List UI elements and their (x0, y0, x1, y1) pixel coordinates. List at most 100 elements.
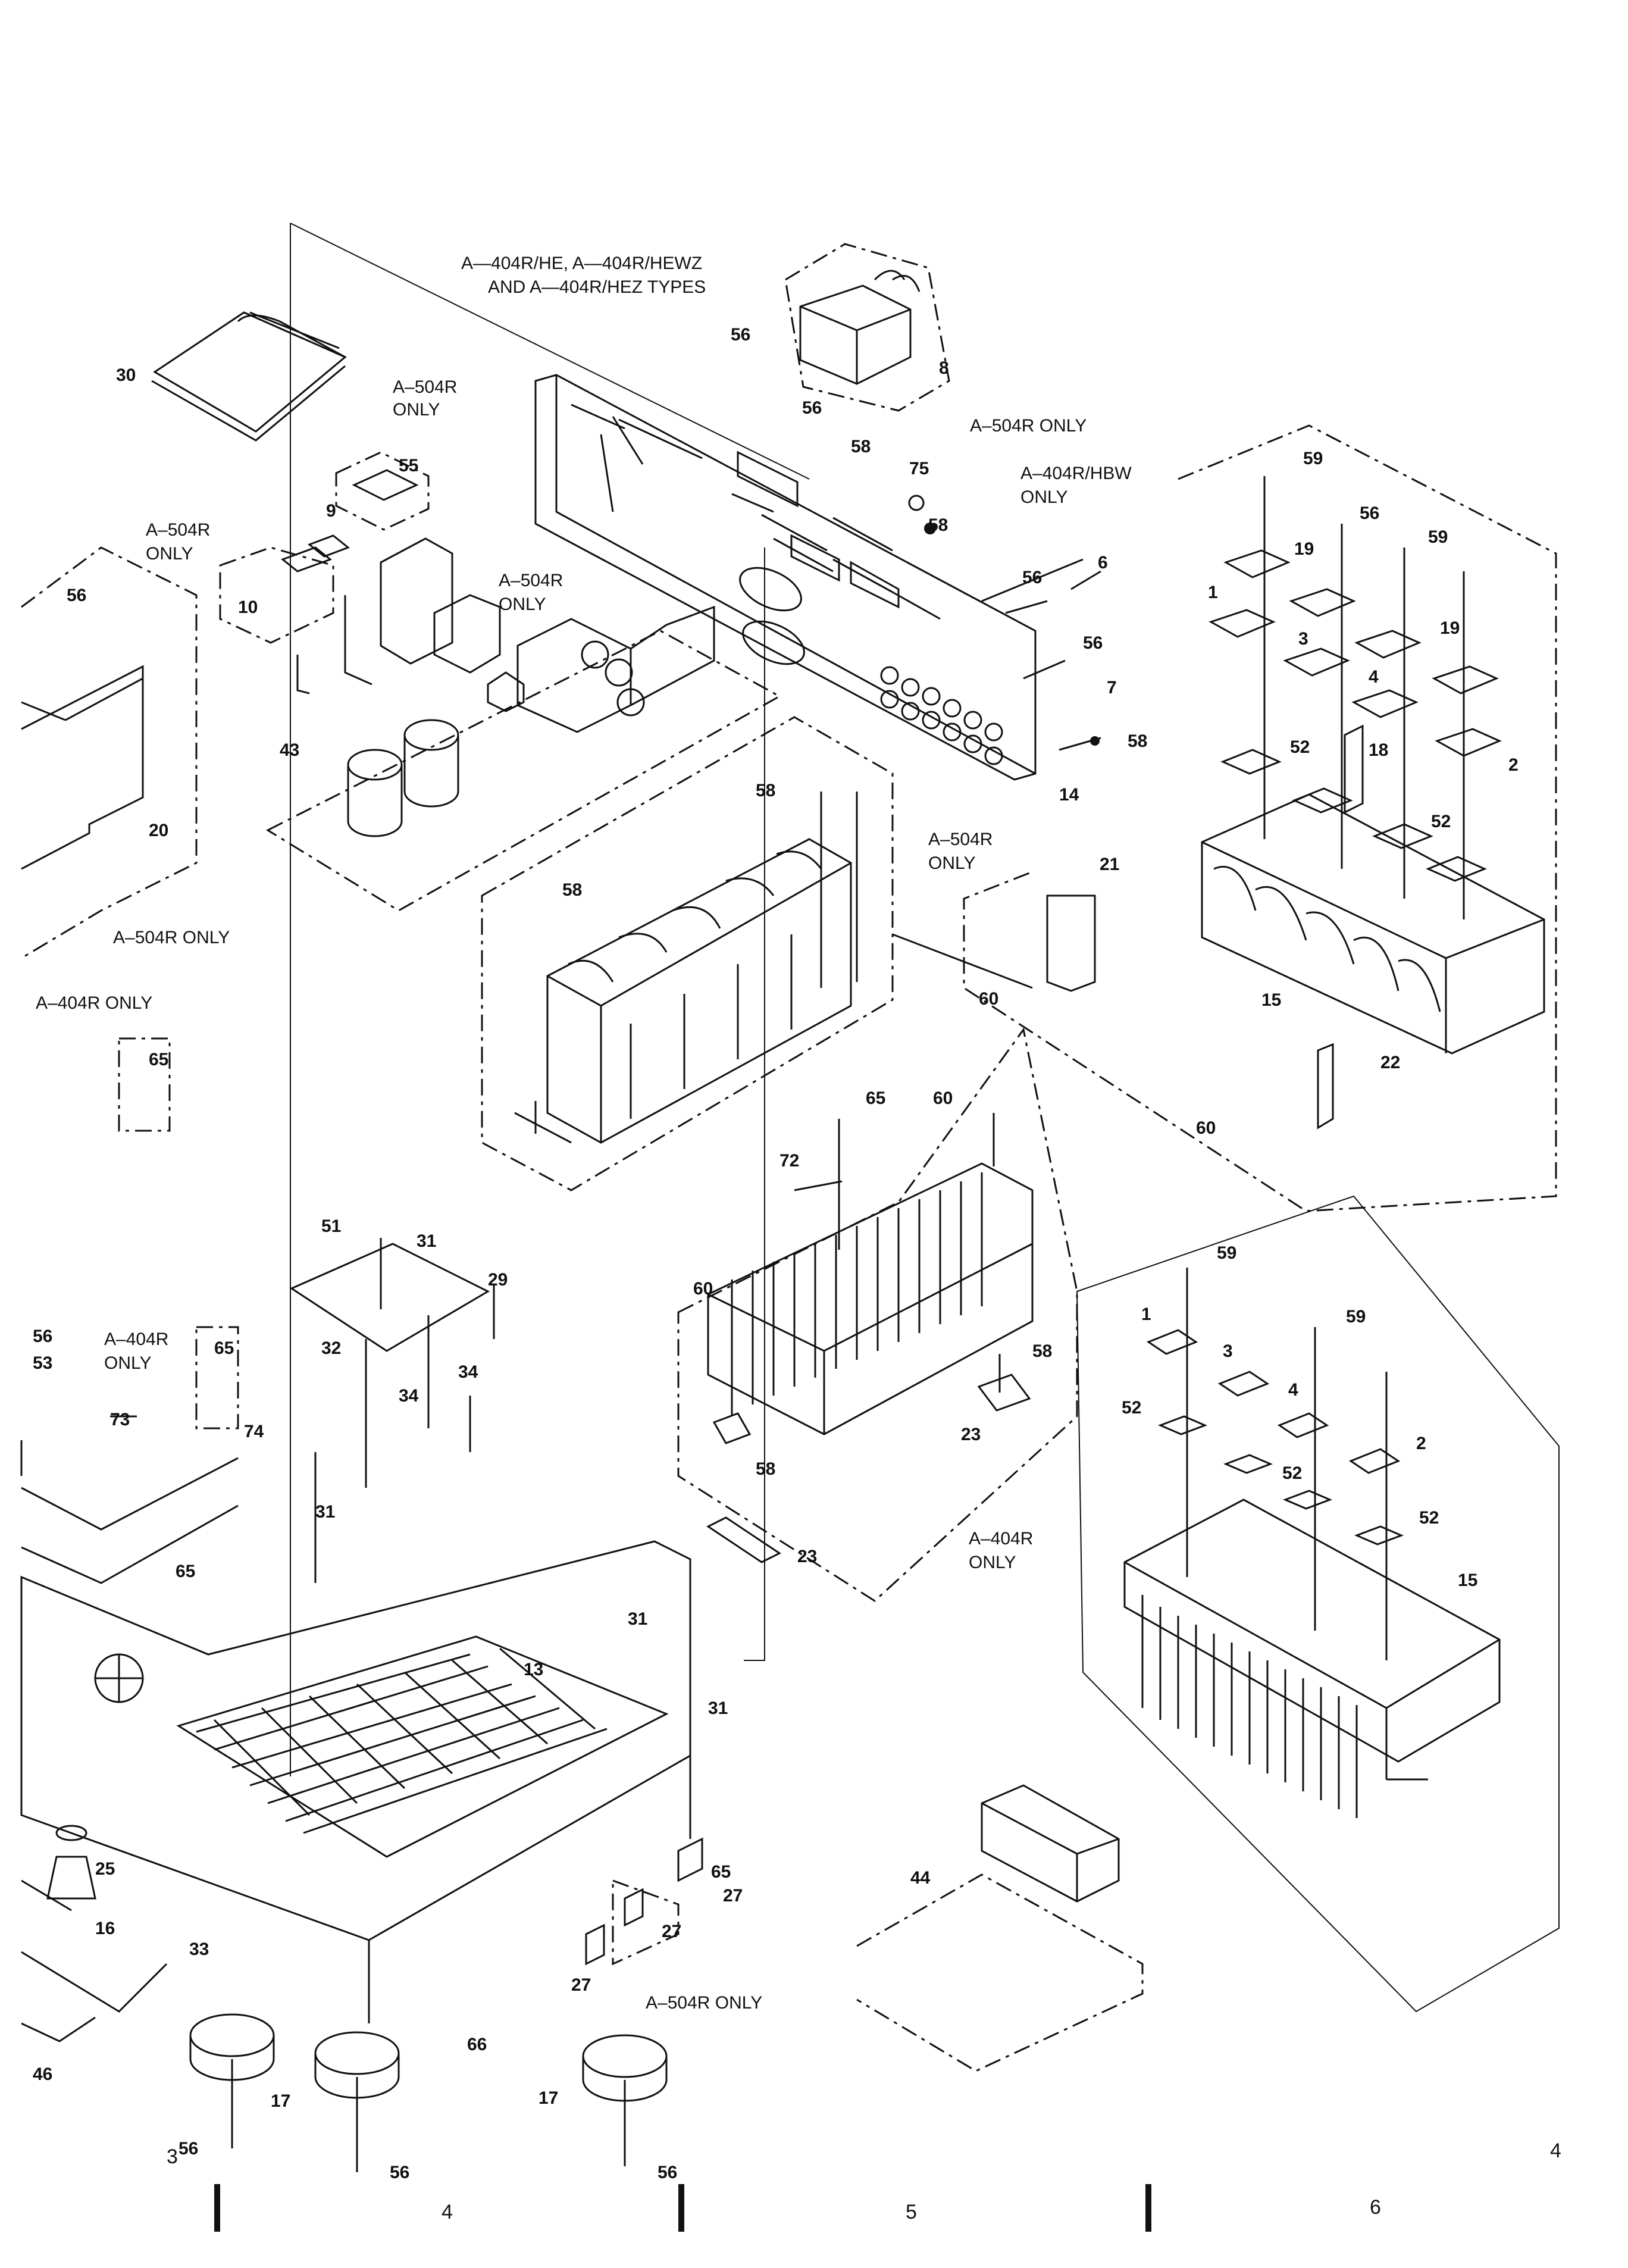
callout-75: 75 (909, 459, 929, 478)
callout-59: 59 (1217, 1243, 1236, 1263)
bolt-box-65-lower (195, 1326, 239, 1429)
note-he-types: A—404R/HE, A—404R/HEWZ (461, 254, 702, 273)
note-a404r-bolt-l2: ONLY (104, 1353, 151, 1373)
note-hbw-l2: ONLY (1020, 487, 1067, 507)
callout-1: 1 (1208, 583, 1218, 602)
callout-2: 2 (1508, 755, 1519, 775)
callout-31: 31 (708, 1698, 728, 1718)
callout-15: 15 (1261, 990, 1281, 1010)
note-a504r-mid-l2: ONLY (499, 595, 546, 614)
part-13-chassis (20, 1440, 703, 2042)
note-a504r-mid-l1: A–504R (499, 571, 563, 590)
callout-58: 58 (756, 1459, 775, 1479)
callout-56: 56 (658, 2163, 677, 2182)
callout-46: 46 (33, 2064, 52, 2084)
callout-14: 14 (1059, 785, 1079, 805)
note-hbw-l1: A–404R/HBW (1020, 464, 1132, 483)
callout-7: 7 (1107, 678, 1117, 697)
callout-8: 8 (939, 358, 949, 378)
callout-27: 27 (662, 1922, 681, 1941)
note-a504r-bottom: A–504R ONLY (646, 1993, 762, 2013)
callout-27: 27 (723, 1886, 743, 1906)
callout-56: 56 (802, 398, 822, 418)
callout-58: 58 (562, 880, 582, 900)
callout-20: 20 (149, 821, 168, 840)
callout-31: 31 (315, 1502, 335, 1522)
a504r-block (481, 716, 894, 1191)
column-divider (678, 2184, 684, 2232)
callout-44: 44 (910, 1868, 931, 1888)
parts-9-10-55 (219, 451, 430, 644)
part-44-pcb (856, 1784, 1144, 2072)
callout-65: 65 (711, 1862, 731, 1882)
callout-15: 15 (1458, 1571, 1477, 1590)
callout-72: 72 (779, 1151, 799, 1171)
callout-22: 22 (1380, 1053, 1400, 1072)
note-a504r-block-l2: ONLY (928, 853, 975, 873)
note-a504r-top-l1: A–504R (393, 377, 457, 397)
callout-52: 52 (1122, 1398, 1141, 1418)
corner-left-marker: 3 (167, 2145, 178, 2168)
callout-31: 31 (417, 1231, 436, 1251)
callout-2: 2 (1416, 1434, 1426, 1453)
callout-56: 56 (67, 586, 86, 605)
note-a404r-heatsink-l1: A–404R (969, 1529, 1033, 1549)
callout-16: 16 (95, 1919, 115, 1938)
callout-6: 6 (1098, 553, 1108, 573)
callout-51: 51 (321, 1216, 341, 1236)
callout-52: 52 (1282, 1463, 1302, 1483)
note-a504r-frame: A–504R ONLY (113, 928, 230, 947)
callout-60: 60 (1196, 1118, 1216, 1138)
a504r-heatsink-frame (892, 424, 1557, 1212)
callout-13: 13 (524, 1660, 543, 1679)
callout-65: 65 (176, 1562, 195, 1581)
note-he-types-2: AND A—404R/HEZ TYPES (488, 277, 706, 297)
callout-29: 29 (488, 1270, 508, 1290)
part-30-cover (151, 311, 347, 442)
callout-23: 23 (961, 1425, 981, 1444)
part-20-panel (21, 665, 144, 870)
left-panel-box-20 (21, 546, 198, 959)
callout-56: 56 (1022, 568, 1042, 587)
callout-58: 58 (851, 437, 871, 456)
note-a404r-bolt-l1: A–404R (104, 1329, 168, 1349)
callout-56: 56 (1083, 633, 1103, 653)
column-divider (1145, 2184, 1151, 2232)
part-14-rear-panel (534, 374, 1037, 781)
callout-73: 73 (110, 1410, 130, 1429)
column-5-label: 5 (906, 2201, 917, 2223)
column-divider (214, 2184, 220, 2232)
note-a404r-left: A–404R ONLY (36, 993, 152, 1013)
part-43-pcb (265, 537, 782, 912)
callout-59: 59 (1303, 449, 1323, 468)
callout-4: 4 (1369, 667, 1379, 687)
page-markers: 3 4 4 5 6 (167, 2139, 1561, 2232)
callout-27: 27 (571, 1975, 591, 1995)
callout-58: 58 (928, 515, 948, 535)
callout-59: 59 (1428, 527, 1448, 547)
callout-56: 56 (33, 1327, 52, 1346)
note-a504r-right: A–504R ONLY (970, 416, 1087, 436)
callout-1: 1 (1141, 1305, 1151, 1324)
a404r-lower-heatsink (1076, 1195, 1560, 2013)
upper-transistors (1209, 476, 1502, 919)
callout-55: 55 (399, 456, 418, 476)
callout-56: 56 (179, 2139, 198, 2158)
callout-60: 60 (979, 989, 998, 1009)
callout-53: 53 (33, 1353, 52, 1373)
callout-56: 56 (390, 2163, 409, 2182)
callout-59: 59 (1346, 1307, 1366, 1327)
parts-51-to-34 (110, 1238, 495, 1583)
callout-31: 31 (628, 1609, 647, 1629)
callout-52: 52 (1290, 737, 1310, 757)
a404r-heatsink-frame (677, 1027, 1078, 1602)
callout-60: 60 (693, 1279, 713, 1299)
column-6-label: 6 (1370, 2196, 1381, 2219)
callout-18: 18 (1369, 740, 1388, 760)
callout-66: 66 (467, 2035, 487, 2054)
bolt-box-65-upper (118, 1037, 171, 1132)
bolt-box-27-bottom (612, 1879, 680, 1966)
feet (46, 1825, 668, 2172)
callout-74: 74 (244, 1422, 264, 1441)
